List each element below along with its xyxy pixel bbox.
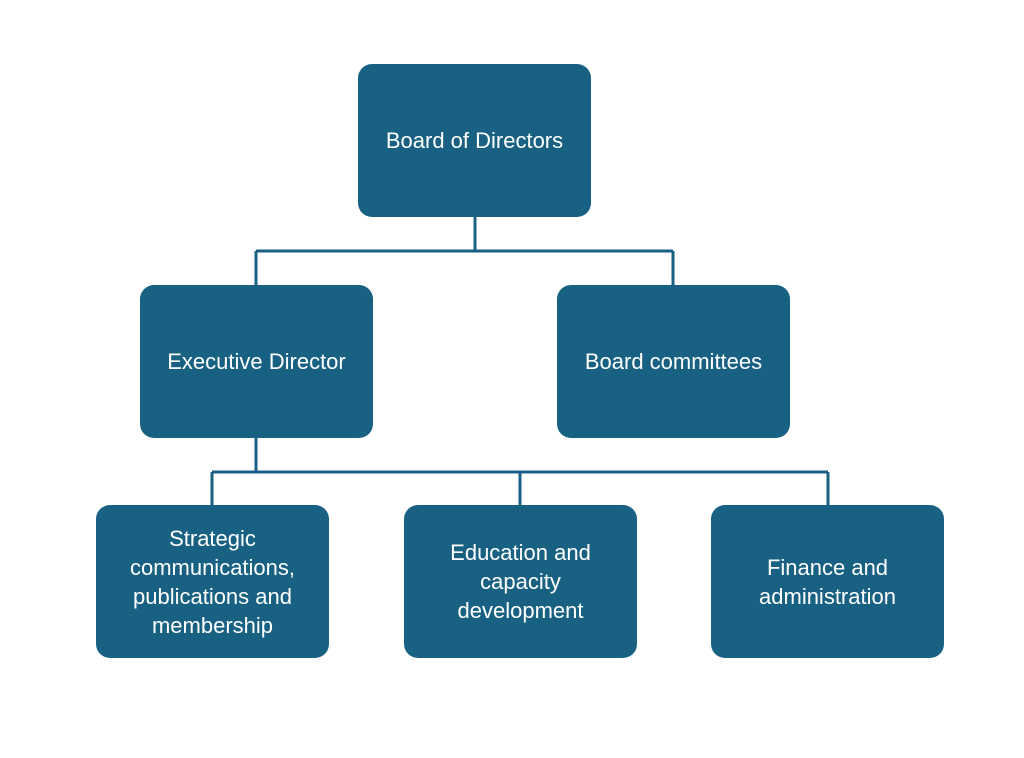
node-education-capacity: Education and capacity development bbox=[404, 505, 637, 658]
node-board-committees: Board committees bbox=[557, 285, 790, 438]
node-finance-administration: Finance and administration bbox=[711, 505, 944, 658]
node-executive-director: Executive Director bbox=[140, 285, 373, 438]
node-finance-administration-label: Finance and administration bbox=[759, 554, 896, 609]
node-board-of-directors-label: Board of Directors bbox=[385, 128, 564, 153]
node-executive-director-label: Executive Director bbox=[167, 349, 346, 374]
node-board-committees-label: Board committees bbox=[584, 349, 763, 374]
node-education-capacity-label: Education and capacity development bbox=[450, 540, 591, 623]
node-strategic-communications-label: Strategic communications, publications a… bbox=[129, 525, 296, 638]
node-strategic-communications: Strategic communications, publications a… bbox=[96, 505, 329, 658]
node-board-of-directors: Board of Directors bbox=[358, 64, 591, 217]
